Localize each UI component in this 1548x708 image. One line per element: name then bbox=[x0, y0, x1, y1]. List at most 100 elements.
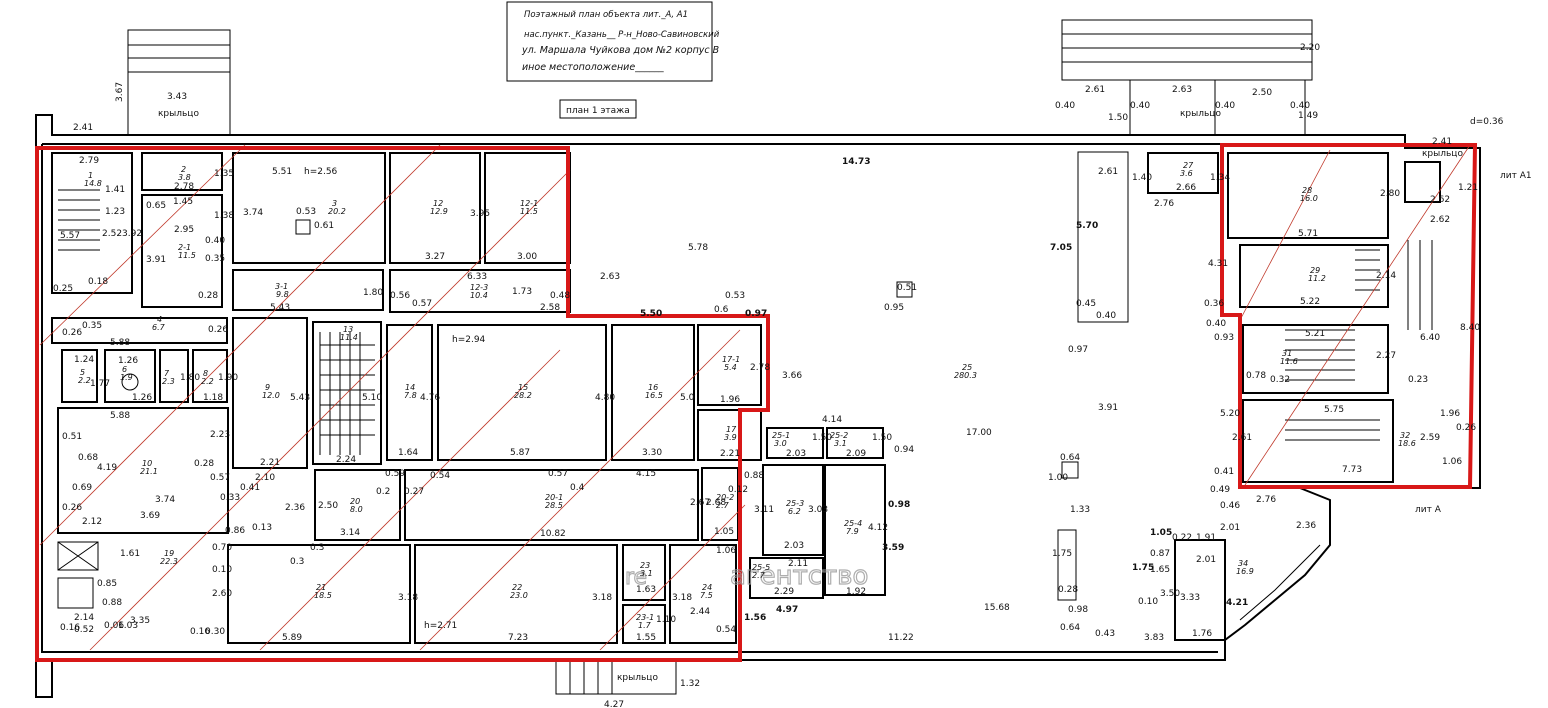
dim: 4.31 bbox=[1208, 259, 1228, 269]
dim: 0.28 bbox=[194, 459, 214, 469]
plan-label: 16 bbox=[648, 383, 658, 392]
room-3: 320.2 bbox=[328, 199, 346, 216]
dim: 3.30 bbox=[642, 448, 662, 458]
dim: 7.73 bbox=[1342, 465, 1362, 475]
dim: 0.88 bbox=[744, 471, 764, 481]
dim: 1.73 bbox=[512, 287, 532, 297]
plan-label: 5.4 bbox=[724, 363, 737, 372]
dim: 0.98 bbox=[1068, 605, 1088, 615]
dim: 1.55 bbox=[636, 633, 656, 643]
room-23-1: 23-11.7 bbox=[636, 613, 654, 630]
dim: 0.64 bbox=[1060, 623, 1080, 633]
plan-label: 23 bbox=[640, 561, 650, 570]
dim: 3.18 bbox=[398, 593, 418, 603]
dim: 2.61 bbox=[1232, 433, 1252, 443]
dim: 7.23 bbox=[508, 633, 528, 643]
plan-label: 31 bbox=[1282, 349, 1292, 358]
plan-label: 27 bbox=[1183, 161, 1194, 170]
dim: 1.50 bbox=[872, 433, 892, 443]
dim: 3.83 bbox=[1144, 633, 1164, 643]
dim: 3.69 bbox=[140, 511, 160, 521]
dim: 0.10 bbox=[1138, 597, 1158, 607]
dim: 0.16 bbox=[60, 623, 80, 633]
plan-label: 2-1 bbox=[178, 243, 191, 252]
dim: 0.4 bbox=[570, 483, 585, 493]
dim: 5.75 bbox=[1324, 405, 1344, 415]
dim: 2.61 bbox=[1098, 167, 1118, 177]
plan-label: 18.6 bbox=[1398, 439, 1416, 448]
dim: 3.14 bbox=[340, 528, 360, 538]
plan-label: 20.2 bbox=[328, 207, 346, 216]
room-12-1: 12-111.5 bbox=[520, 199, 538, 216]
dim: 0.88 bbox=[102, 598, 122, 608]
plan-label: 2.7 bbox=[716, 501, 730, 510]
dim: 3.91 bbox=[1098, 403, 1118, 413]
dim: 0.35 bbox=[82, 321, 102, 331]
dim: 1.45 bbox=[173, 197, 193, 207]
dim: 1.63 bbox=[636, 585, 656, 595]
dim: 2.52 bbox=[102, 229, 122, 239]
dim: 1.49 bbox=[1298, 111, 1318, 121]
plan-label: 5 bbox=[80, 368, 85, 377]
dim: 1.96 bbox=[720, 395, 740, 405]
dim: 0.46 bbox=[1220, 501, 1240, 511]
outer-walls bbox=[35, 19, 1481, 698]
dim: 3.18 bbox=[592, 593, 612, 603]
dim: 0.51 bbox=[62, 432, 82, 442]
dim: 0.16 bbox=[190, 627, 210, 637]
room-25-3: 25-36.2 bbox=[786, 499, 804, 516]
plan-label: 21.1 bbox=[140, 467, 158, 476]
dim: 0.3 bbox=[310, 543, 324, 553]
plan-label: 15 bbox=[518, 383, 528, 392]
room-2-1: 2-111.5 bbox=[178, 243, 196, 260]
room-20-1: 20-128.5 bbox=[545, 493, 563, 510]
dim: 0.64 bbox=[1060, 453, 1080, 463]
dim: 2.50 bbox=[1252, 88, 1272, 98]
dim: 2.11 bbox=[788, 559, 808, 569]
dim: 0.57 bbox=[210, 473, 230, 483]
dim: 2.27 bbox=[1376, 351, 1396, 361]
dim: h=2.94 bbox=[452, 335, 486, 345]
dim: 2.63 bbox=[1172, 85, 1192, 95]
room-17: 173.9 bbox=[724, 425, 737, 442]
dim: 3.00 bbox=[517, 252, 537, 262]
floor-label: план 1 этажа bbox=[566, 106, 630, 116]
title-block: Поэтажный план объекта лит._А, А1 нас.пу… bbox=[506, 1, 720, 82]
dim: 0.06 bbox=[104, 621, 124, 631]
dim: 0.49 bbox=[1210, 485, 1230, 495]
plan-label: 16.5 bbox=[645, 391, 663, 400]
lit-a1-label: лит А1 bbox=[1500, 171, 1532, 181]
dim: 0.54 bbox=[430, 471, 450, 481]
dim: 5.43 bbox=[290, 393, 310, 403]
dim: 0.94 bbox=[894, 445, 914, 455]
plan-label: 28.2 bbox=[514, 391, 532, 400]
plan-label: 12 bbox=[433, 199, 443, 208]
plan-label: 23-1 bbox=[636, 613, 654, 622]
dim: 0.36 bbox=[1204, 299, 1224, 309]
room-7: 72.3 bbox=[162, 369, 175, 386]
room-25-2: 25-23.1 bbox=[830, 431, 848, 448]
title-line-1: Поэтажный план объекта лит._А, А1 bbox=[524, 10, 688, 20]
dim: 1.64 bbox=[398, 448, 418, 458]
dim: 1.50 bbox=[1108, 113, 1128, 123]
plan-label: 10.4 bbox=[470, 291, 488, 300]
room-25-4: 25-47.9 bbox=[844, 519, 862, 536]
dim: 0.40 bbox=[1206, 319, 1226, 329]
dim: 1.96 bbox=[1440, 409, 1460, 419]
room-8: 82.2 bbox=[201, 369, 214, 386]
lit-a-label: лит А bbox=[1415, 505, 1442, 515]
dim: 0.30 bbox=[205, 627, 225, 637]
dim: 5.22 bbox=[1300, 297, 1320, 307]
dim: 0.57 bbox=[548, 469, 568, 479]
dim: 0.53 bbox=[296, 207, 316, 217]
dim: 0.48 bbox=[550, 291, 570, 301]
room-27: 273.6 bbox=[1180, 161, 1194, 178]
dim: 2.36 bbox=[285, 503, 305, 513]
dim: 0.40 bbox=[205, 236, 225, 246]
dim: 1.32 bbox=[680, 679, 700, 689]
dim: 5.21 bbox=[1305, 329, 1325, 339]
dim: 3.66 bbox=[782, 371, 802, 381]
plan-label: 3.1 bbox=[640, 569, 653, 578]
